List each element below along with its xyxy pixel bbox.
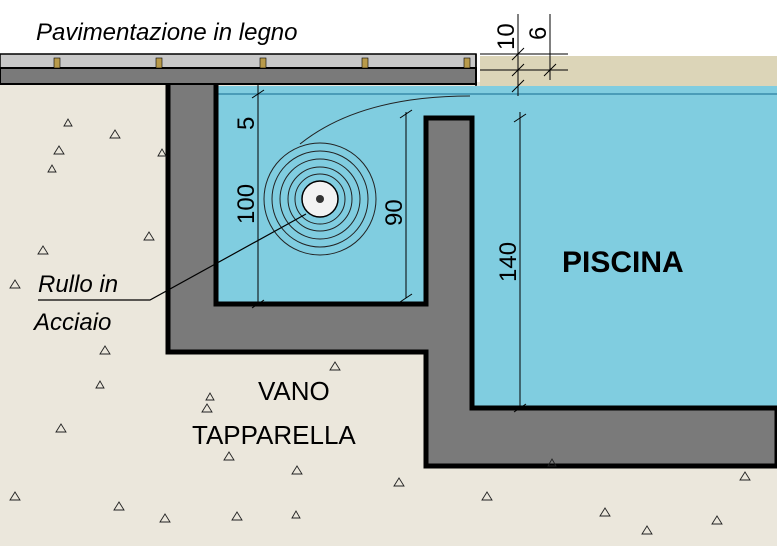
aggregate-mark (47, 164, 57, 173)
aggregate-mark (157, 148, 167, 157)
aggregate-mark (53, 145, 65, 155)
fastener (463, 57, 471, 69)
wall-outline (213, 82, 777, 411)
cover-slat-curve (299, 95, 471, 145)
deck-fasteners (53, 57, 471, 69)
roller-coil (263, 142, 377, 256)
aggregate-mark (143, 231, 155, 241)
aggregate-mark (37, 245, 49, 255)
soil-right-fill (480, 56, 777, 86)
aggregate-mark (291, 510, 301, 519)
aggregate-mark (9, 491, 21, 501)
aggregate-mark (55, 423, 67, 433)
dim-line (513, 403, 527, 413)
dimension-lines (251, 14, 568, 413)
aggregate-mark (205, 392, 215, 401)
aggregate-mark (99, 345, 111, 355)
dim-pool-depth: 140 (495, 242, 522, 282)
coil-ring (287, 166, 353, 232)
aggregate-mark (201, 403, 213, 413)
aggregate-mark (231, 511, 243, 521)
dim-line (511, 79, 525, 93)
dim-line (399, 109, 413, 119)
coil-ring (263, 142, 377, 256)
dim-line (511, 63, 525, 77)
coil-ring (294, 173, 346, 225)
aggregate-mark (291, 465, 303, 475)
coil-ring (271, 150, 369, 248)
dim-line (543, 63, 557, 77)
dim-line (251, 89, 265, 99)
aggregate-mark (63, 118, 73, 127)
fastener (259, 57, 267, 69)
fastener (155, 57, 163, 69)
aggregate-mark (599, 507, 611, 517)
chamber-label-line1: VANO (258, 376, 330, 406)
roller-axis (316, 195, 324, 203)
flooring-label: Pavimentazione in legno (36, 19, 298, 46)
dim-line (513, 113, 527, 123)
fastener (53, 57, 61, 69)
fastener (361, 57, 369, 69)
aggregate-mark (739, 471, 751, 481)
aggregate-mark (95, 380, 105, 389)
roller-leader (38, 213, 307, 301)
dim-line (399, 293, 413, 303)
dim-roller-drop: 90 (381, 199, 408, 226)
dim-line (251, 299, 265, 309)
aggregate-mark (641, 525, 653, 535)
dim-chamber-depth: 100 (233, 184, 260, 224)
aggregate-mark (393, 477, 405, 487)
aggregate-mark (109, 129, 121, 139)
roller-label-line2: Acciaio (32, 309, 111, 336)
roller-label-line1: Rullo in (38, 271, 118, 298)
dim-deck-offset: 6 (525, 27, 552, 40)
aggregate-mark (329, 361, 341, 371)
aggregate-mark (113, 501, 125, 511)
dim-top-gap: 5 (233, 117, 260, 130)
aggregate-mark (547, 458, 557, 467)
aggregate-mark (481, 491, 493, 501)
deck-joist (0, 67, 477, 85)
pool-label: PISCINA (562, 246, 684, 279)
aggregate-mark (9, 279, 21, 289)
chamber-label-line2: TAPPARELLA (192, 420, 356, 450)
dim-line (511, 47, 525, 61)
coil-ring (279, 158, 361, 240)
dim-deck-thickness: 10 (493, 23, 520, 50)
aggregate-mark (223, 451, 235, 461)
aggregate-mark (711, 515, 723, 525)
aggregate-mark (159, 513, 171, 523)
pool-water (426, 86, 777, 408)
soil-aggregate (9, 118, 751, 535)
chamber-water (216, 86, 472, 304)
